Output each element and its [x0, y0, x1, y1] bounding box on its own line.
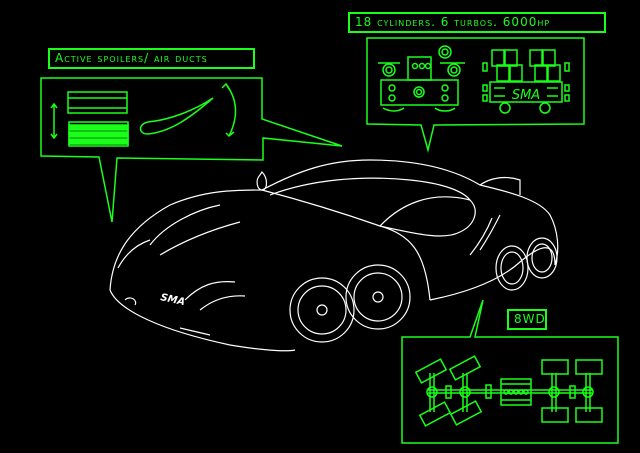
spoilers-label: Active spoilers/ air ducts	[48, 48, 255, 69]
engine-badge-text: SMA	[512, 88, 540, 103]
engine-callout-box	[366, 37, 585, 153]
vertical-arrow-icon	[50, 102, 58, 140]
drivetrain-callout-box	[401, 299, 619, 444]
engine-front-icon	[378, 45, 465, 112]
airfoil-icon	[139, 97, 214, 135]
engine-label: 18 cylinders. 6 turbos. 6000hp	[348, 12, 606, 33]
rotation-arrow-icon	[221, 82, 237, 138]
spoiler-flaps-icon	[67, 91, 129, 147]
drivetrain-icon	[414, 355, 603, 427]
spoiler-callout-box	[40, 77, 343, 223]
drive-label: 8WD	[507, 309, 547, 330]
car-sketch	[109, 159, 559, 352]
engine-top-icon	[482, 49, 570, 114]
car-badge-text: SMA	[159, 292, 186, 308]
